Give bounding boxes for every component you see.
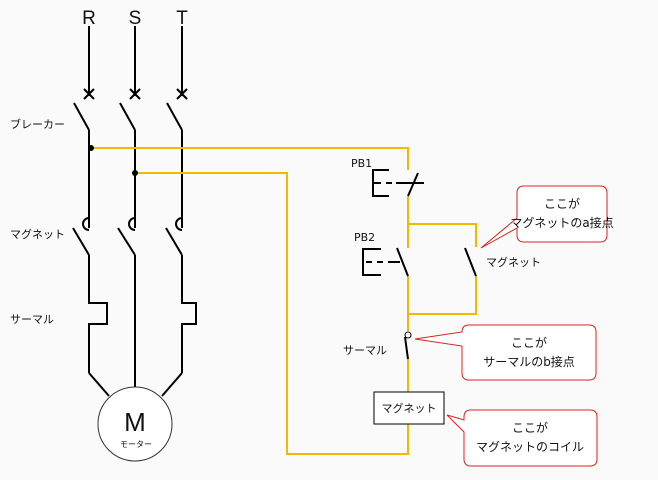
magnet-switch-icon xyxy=(72,227,183,256)
breaker-switch-icon xyxy=(73,102,183,131)
svg-text:マグネットのa接点: マグネットのa接点 xyxy=(510,215,613,230)
junction-dot-s xyxy=(132,170,138,176)
phase-label-s: S xyxy=(129,8,142,29)
control-wire-r xyxy=(91,147,409,170)
coil-label: マグネット xyxy=(382,401,437,415)
svg-text:ここが: ここが xyxy=(512,420,548,435)
thermal-label: サーマル xyxy=(10,313,54,326)
magnet-a-contact-icon xyxy=(464,247,477,277)
breaker-x-icon xyxy=(83,88,188,100)
magnet-coil-box xyxy=(373,391,445,425)
control-circuit xyxy=(91,147,477,455)
control-wire-s xyxy=(135,172,409,455)
breaker-label: ブレーカー xyxy=(10,117,65,131)
thermal-b-contact-pivot-icon xyxy=(404,331,412,339)
callout-thermal-b-contact: ここが サーマルのb接点 xyxy=(414,324,597,381)
pb1-label: PB1 xyxy=(351,157,372,170)
phase-label-t: T xyxy=(176,8,188,29)
svg-text:マグネットのコイル: マグネットのコイル xyxy=(476,440,584,454)
svg-text:ここが: ここが xyxy=(544,196,580,211)
pb1-switch-icon[interactable] xyxy=(372,169,424,197)
pb2-switch-icon[interactable] xyxy=(362,247,409,277)
junction-dot-r xyxy=(88,145,94,151)
phase-label-r: R xyxy=(82,8,96,29)
thermal-t-icon xyxy=(181,255,197,373)
magnet-label: マグネット xyxy=(10,227,65,241)
thermal-ctrl-label: サーマル xyxy=(343,344,387,357)
callout-magnet-coil: ここが マグネットのコイル xyxy=(446,409,598,467)
motor-icon xyxy=(97,386,173,462)
magnet-aux-label: マグネット xyxy=(486,255,541,269)
magnet-contact-arc-icon xyxy=(82,217,183,231)
motor-label: モーター xyxy=(120,440,152,449)
svg-text:サーマルのb接点: サーマルのb接点 xyxy=(483,354,575,369)
svg-text:ここが: ここが xyxy=(511,335,547,350)
callout-magnet-a-contact: ここが マグネットのa接点 xyxy=(480,185,614,249)
main-circuit xyxy=(72,26,197,397)
pb2-label: PB2 xyxy=(354,231,375,244)
thermal-b-contact-icon xyxy=(404,336,409,360)
thermal-r-icon xyxy=(88,255,108,373)
motor-symbol: M xyxy=(124,407,146,437)
